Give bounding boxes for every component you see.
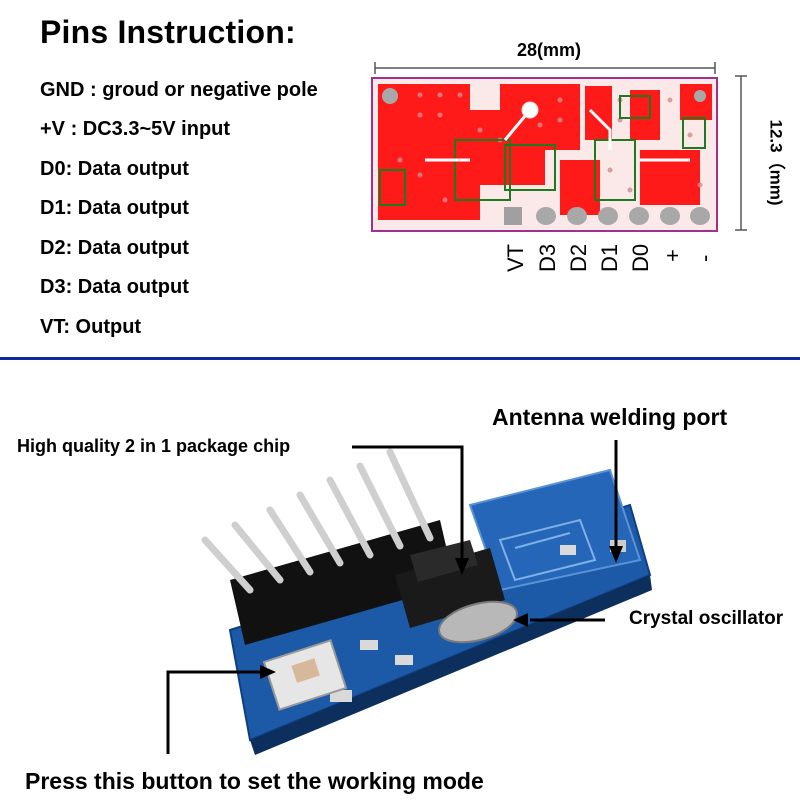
pin-d2: D2: Data output (40, 237, 189, 259)
antenna-callout: Antenna welding port (492, 404, 728, 430)
crystal-callout: Crystal oscillator (629, 608, 784, 629)
width-dimension-label: 28(mm) (517, 40, 582, 60)
pin-d0: D0: Data output (40, 158, 189, 180)
pin-d3: D3: Data output (40, 276, 189, 298)
button-callout: Press this button to set the working mod… (25, 768, 484, 794)
chip-callout: High quality 2 in 1 package chip (17, 436, 291, 456)
pin-vt: VT: Output (40, 316, 142, 338)
pin-gnd: GND : groud or negative pole (40, 79, 318, 101)
section-divider (0, 357, 800, 360)
pin-d1: D1: Data output (40, 197, 189, 219)
pin-vplus: +V : DC3.3~5V input (40, 118, 231, 140)
page-title: Pins Instruction: (40, 14, 296, 50)
